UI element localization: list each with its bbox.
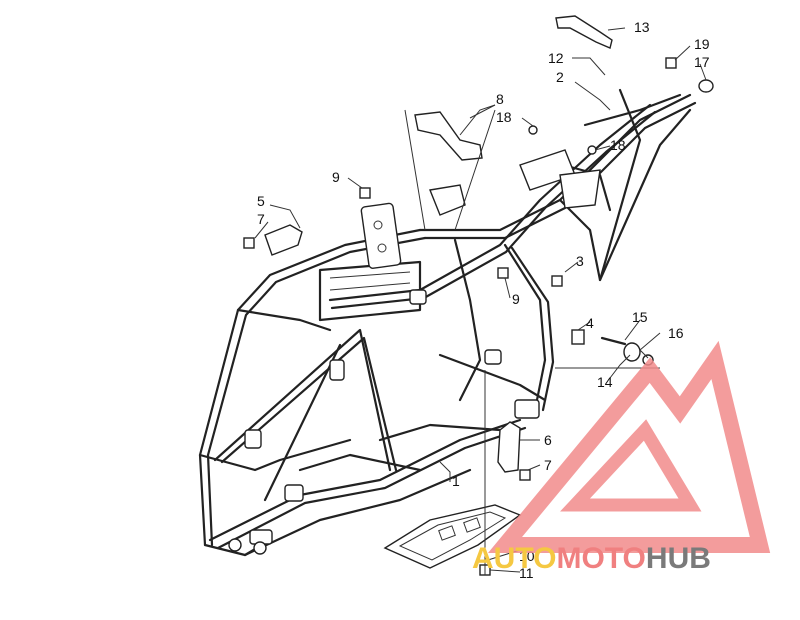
callout-17: 17 bbox=[694, 54, 710, 70]
callout-8: 8 bbox=[496, 91, 504, 107]
callout-18-right: 18 bbox=[610, 137, 626, 153]
callout-2: 2 bbox=[556, 69, 564, 85]
watermark: AUTOMOTOHUB bbox=[472, 340, 771, 575]
callout-16: 16 bbox=[668, 325, 684, 341]
callout-7-upper: 7 bbox=[257, 211, 265, 227]
callout-19: 19 bbox=[694, 36, 710, 52]
callout-9-upper: 9 bbox=[332, 169, 340, 185]
watermark-text-auto: AUTO bbox=[472, 542, 556, 575]
watermark-logo-icon bbox=[487, 340, 771, 553]
callout-6: 6 bbox=[544, 432, 552, 448]
plate-5 bbox=[264, 224, 303, 256]
callout-12: 12 bbox=[548, 50, 564, 66]
leader-lines bbox=[254, 27, 707, 575]
callout-labels: 1 2 3 4 5 6 7 7 8 9 9 10 11 12 13 14 15 … bbox=[257, 19, 710, 581]
callout-14: 14 bbox=[597, 374, 613, 390]
bracket-12-13 bbox=[555, 15, 613, 49]
callout-7-lower: 7 bbox=[544, 457, 552, 473]
callout-11: 11 bbox=[519, 565, 534, 581]
watermark-text-hub: HUB bbox=[646, 542, 711, 575]
callout-9-lower: 9 bbox=[512, 291, 520, 307]
atv-frame-drawing bbox=[198, 88, 697, 557]
callout-18-left: 18 bbox=[496, 109, 512, 125]
bracket-8 bbox=[404, 109, 496, 231]
callout-15: 15 bbox=[632, 309, 648, 325]
plate-6 bbox=[497, 421, 521, 473]
callout-1: 1 bbox=[452, 473, 460, 489]
svg-text:AUTOMOTOHUB: AUTOMOTOHUB bbox=[472, 542, 711, 575]
callout-13: 13 bbox=[634, 19, 650, 35]
callout-3: 3 bbox=[576, 253, 584, 269]
watermark-text-moto: MOTO bbox=[556, 542, 645, 575]
hardware bbox=[243, 57, 714, 576]
callout-4: 4 bbox=[586, 315, 594, 331]
callout-5: 5 bbox=[257, 193, 265, 209]
